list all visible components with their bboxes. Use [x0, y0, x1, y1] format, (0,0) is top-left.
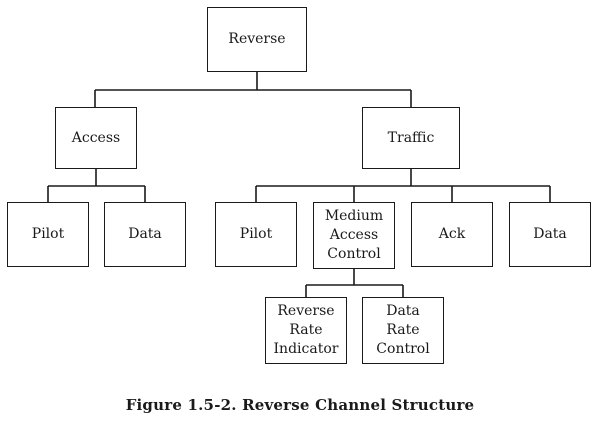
node-access-data: Data — [104, 202, 186, 267]
node-access-data-label: Data — [128, 226, 162, 242]
node-access: Access — [55, 107, 137, 169]
node-traffic-pilot: Pilot — [215, 202, 297, 267]
figure-caption: Figure 1.5-2. Reverse Channel Structure — [125, 396, 475, 414]
node-access-pilot: Pilot — [7, 202, 89, 267]
node-access-pilot-label: Pilot — [31, 226, 65, 242]
node-traffic-data: Data — [509, 202, 591, 267]
node-traffic-pilot-label: Pilot — [239, 226, 273, 242]
node-medium-access-control: Medium Access Control — [313, 202, 395, 269]
node-reverse-rate-indicator: Reverse Rate Indicator — [265, 297, 347, 364]
node-medium-access-control-label: Medium Access Control — [324, 208, 384, 262]
node-traffic-ack: Ack — [411, 202, 493, 267]
connector-traffic-children — [255, 169, 551, 202]
node-traffic-label: Traffic — [387, 129, 435, 146]
node-traffic-data-label: Data — [533, 226, 567, 242]
node-traffic: Traffic — [362, 107, 460, 169]
node-reverse-label: Reverse — [228, 31, 286, 47]
connector-access-children — [47, 169, 146, 202]
node-reverse-rate-indicator-label: Reverse Rate Indicator — [273, 303, 339, 357]
node-reverse: Reverse — [207, 7, 307, 72]
node-traffic-ack-label: Ack — [438, 226, 466, 242]
connector-mac-children — [305, 269, 404, 297]
connector-reverse-children — [94, 72, 412, 107]
node-data-rate-control-label: Data Rate Control — [376, 303, 430, 357]
node-access-label: Access — [71, 129, 121, 146]
node-data-rate-control: Data Rate Control — [362, 297, 444, 364]
